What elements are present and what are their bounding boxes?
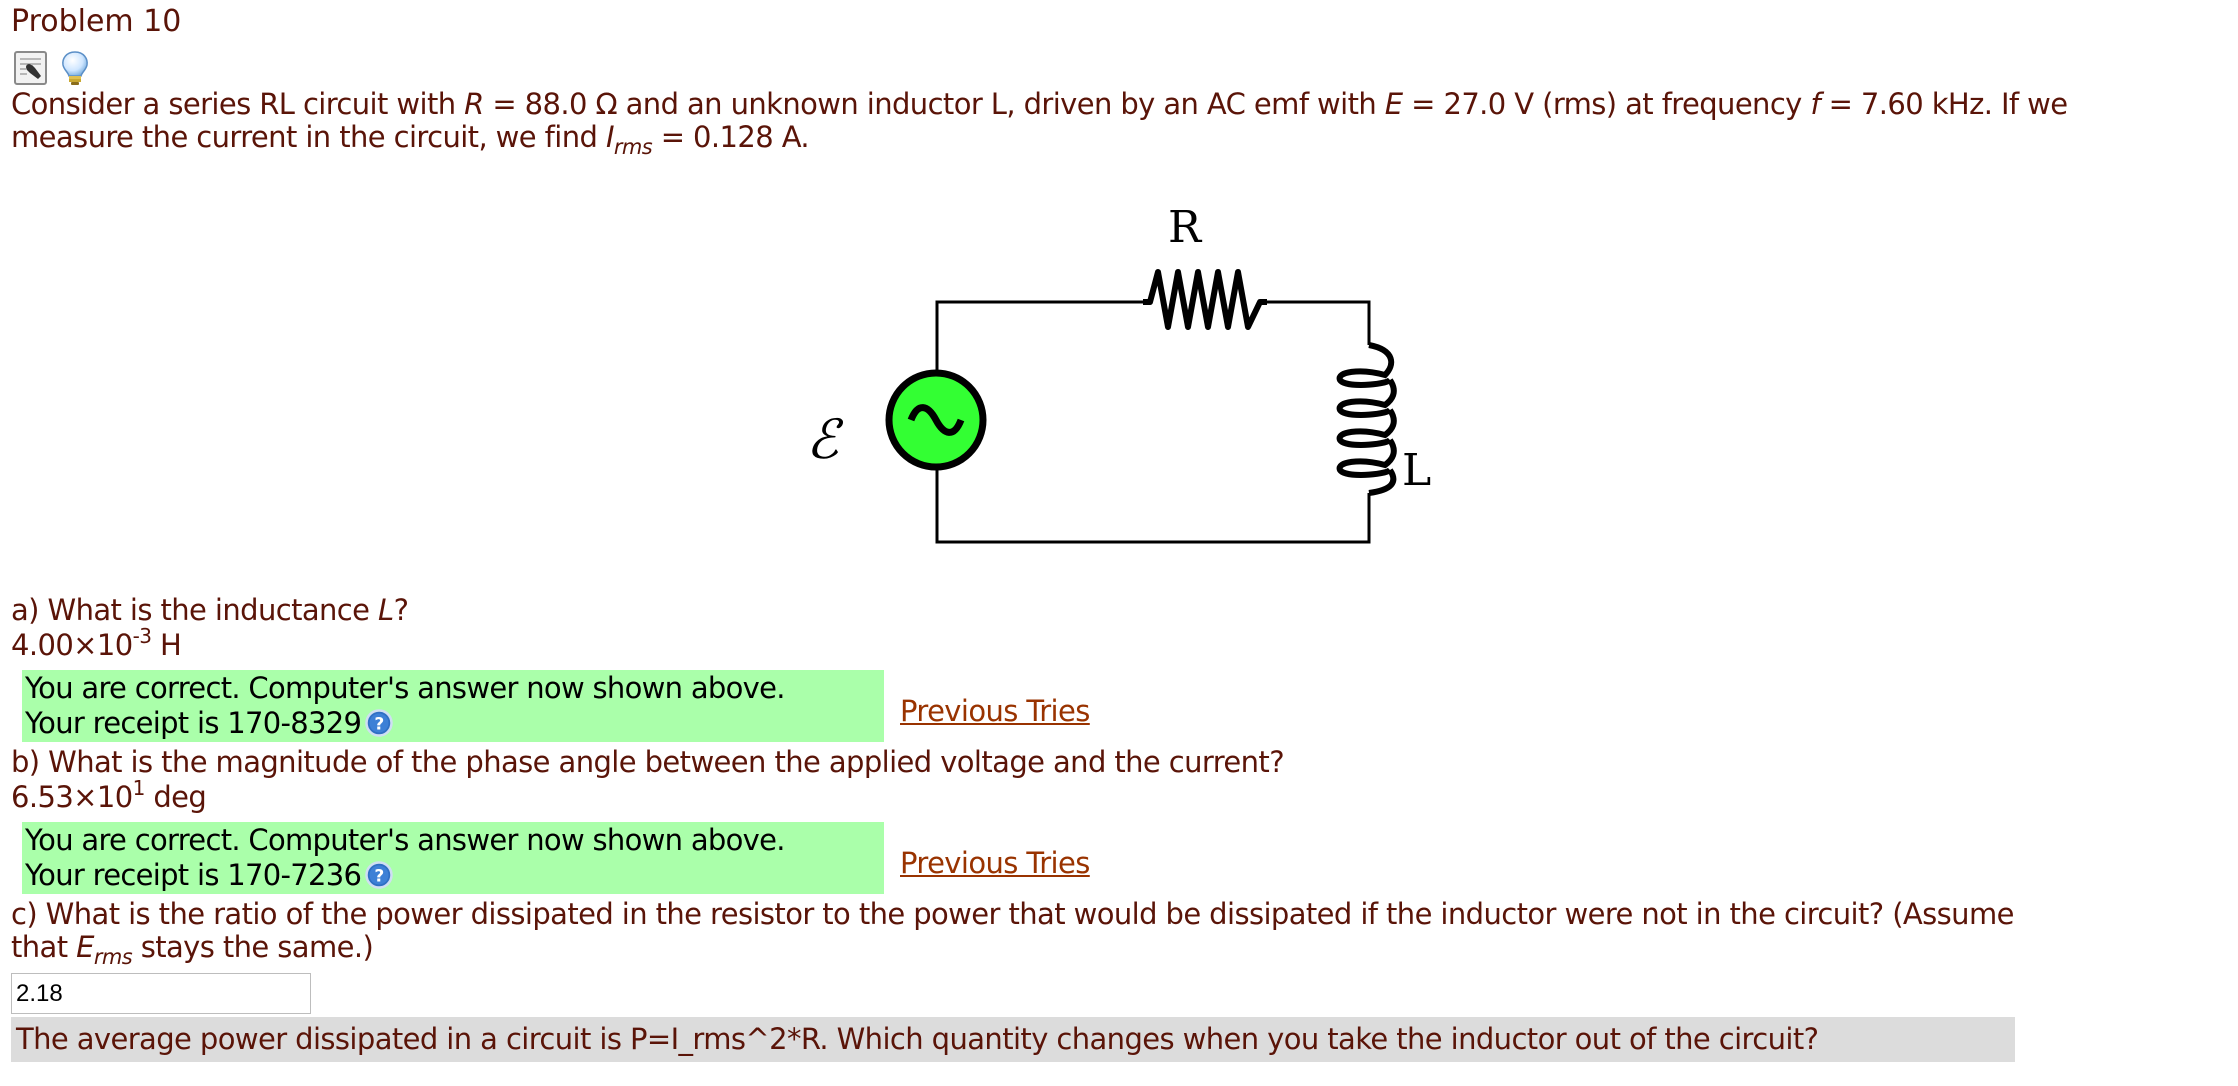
inductor-label: L — [1402, 445, 1431, 496]
part-b-receipt: Your receipt is 170-7236 — [25, 858, 362, 892]
statement-line-2: measure the current in the circuit, we f… — [11, 120, 810, 159]
part-b-question: b) What is the magnitude of the phase an… — [11, 745, 1285, 779]
part-b-answer: 6.53×101 deg — [11, 776, 207, 814]
part-b-previous-tries-link[interactable]: Previous Tries — [900, 846, 1090, 880]
part-c-hint-message: The average power dissipated in a circui… — [11, 1017, 2015, 1062]
problem-statement: Consider a series RL circuit with R = 88… — [11, 87, 2231, 159]
part-b-correct-feedback: You are correct. Computer's answer now s… — [22, 822, 884, 894]
part-a-question: a) What is the inductance L? — [11, 593, 409, 627]
resistor-symbol — [1143, 269, 1267, 330]
problem-tools — [13, 50, 93, 88]
rl-circuit-diagram: R L ℰ — [806, 202, 1431, 544]
part-a-previous-tries-link[interactable]: Previous Tries — [900, 694, 1090, 728]
part-c-question-line-2: that Erms stays the same.) — [11, 930, 374, 969]
document-wrench-icon[interactable] — [13, 50, 49, 86]
svg-text:?: ? — [375, 715, 384, 735]
part-a-correct-feedback: You are correct. Computer's answer now s… — [22, 670, 884, 742]
part-c-answer-input[interactable] — [11, 973, 311, 1014]
part-c-question-line-1: c) What is the ratio of the power dissip… — [11, 897, 2014, 931]
svg-text:?: ? — [375, 867, 384, 887]
help-question-icon[interactable]: ? — [365, 861, 394, 889]
lightbulb-hint-icon[interactable] — [57, 50, 93, 86]
part-a-receipt: Your receipt is 170-8329 — [25, 706, 362, 740]
help-question-icon[interactable]: ? — [365, 709, 394, 737]
resistor-label: R — [1168, 202, 1203, 253]
part-a-answer: 4.00×10-3 H — [11, 624, 182, 662]
emf-label: ℰ — [806, 408, 844, 471]
circuit-wires — [935, 300, 1371, 544]
statement-line-1: Consider a series RL circuit with R = 88… — [11, 87, 2068, 121]
inductor-coil-symbol — [1336, 342, 1397, 496]
ac-source-symbol — [885, 369, 987, 471]
problem-title: Problem 10 — [11, 4, 182, 39]
